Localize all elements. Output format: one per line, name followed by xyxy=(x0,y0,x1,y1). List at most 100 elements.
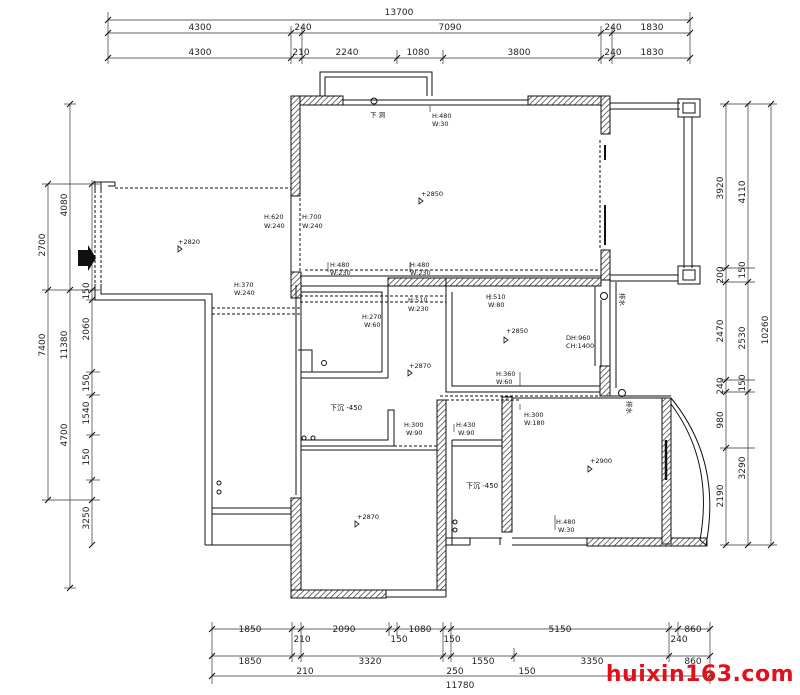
dim-bottom-r2-5: 150 xyxy=(518,667,535,677)
note-w240-c: W:240 xyxy=(234,289,255,297)
dim-right-mid-3: 150 xyxy=(738,374,748,391)
note-h480-top: H:480 xyxy=(432,112,451,120)
note-w80: W:80 xyxy=(488,301,505,309)
dim-right-inner-5: 2190 xyxy=(716,484,726,507)
level-upper-room: +2850 xyxy=(421,190,443,198)
level-markers xyxy=(177,197,593,528)
level-bottom-room: +2870 xyxy=(357,513,379,521)
note-dh960: DH:960 xyxy=(566,334,591,342)
dim-top-r1-3: 240 xyxy=(604,23,621,33)
bottom-dimension-ticks xyxy=(208,625,714,680)
dim-left-outer-0: 2700 xyxy=(38,233,48,256)
dim-bottom-r2-1: 210 xyxy=(296,667,313,677)
right-dimension-ticks xyxy=(722,100,775,549)
level-right-bedroom: +2900 xyxy=(590,457,612,465)
level-corridor: +2870 xyxy=(409,362,431,370)
dim-bottom-r1-5: 150 xyxy=(443,635,460,645)
label-sunken-1: 下沉 -450 xyxy=(330,404,362,412)
dim-bottom-r2-0: 1850 xyxy=(239,657,262,667)
note-h300-a: H:300 xyxy=(404,421,423,429)
dim-top-r2-0: 4300 xyxy=(189,48,212,58)
dim-bottom-r1-8: 860 xyxy=(684,625,701,635)
dim-top-r2-2: 2240 xyxy=(336,48,359,58)
dim-right-outer-0: 10260 xyxy=(761,315,771,344)
note-w240-b: W:240 xyxy=(302,222,323,230)
dim-right-mid-0: 4110 xyxy=(738,180,748,203)
note-h510-b: H:510 xyxy=(486,293,505,301)
dim-right-mid-2: 2530 xyxy=(738,326,748,349)
bottom-dimension-lines xyxy=(211,622,711,684)
dim-right-inner-1: 200 xyxy=(716,266,726,283)
note-w230-a: W:230 xyxy=(330,269,351,277)
dim-bottom-r1-7: 240 xyxy=(670,635,687,645)
dim-bottom-r2-4: 1550 xyxy=(472,657,495,667)
dim-bottom-r2-3: 250 xyxy=(446,667,463,677)
dim-bottom-r1-4: 1080 xyxy=(409,625,432,635)
note-h360: H:360 xyxy=(496,370,515,378)
drain-symbols xyxy=(216,97,626,533)
plan-outline xyxy=(94,71,711,598)
note-h370: H:370 xyxy=(234,281,253,289)
dim-bottom-r2-7: 860 xyxy=(684,657,701,667)
note-w230-b: W:230 xyxy=(410,269,431,277)
dim-bottom-total: 11780 xyxy=(446,681,475,691)
note-down-beam: 下 洞 xyxy=(370,110,386,119)
note-w30-bottom: W:30 xyxy=(558,526,575,534)
note-h300-b: H:300 xyxy=(524,411,543,419)
dim-left-inner-6: 4700 xyxy=(60,423,70,446)
top-dimension-ticks xyxy=(104,16,694,62)
dim-right-inner-2: 2470 xyxy=(716,319,726,342)
dim-top-total: 13700 xyxy=(385,8,414,18)
note-h480-b: H:480 xyxy=(410,261,429,269)
label-riser-2: 排水 xyxy=(625,401,634,415)
dim-right-mid-1: 150 xyxy=(738,261,748,278)
dim-top-r2-4: 3800 xyxy=(508,48,531,58)
note-w230-c: W:230 xyxy=(408,305,429,313)
left-dimension-lines xyxy=(42,103,100,589)
label-riser-1: 排水 xyxy=(618,293,627,307)
dim-left-mid-1: 11380 xyxy=(60,330,70,359)
dim-bottom-r2-2: 3320 xyxy=(359,657,382,667)
note-h480-bottom: H:480 xyxy=(556,518,575,526)
annotation-leaders xyxy=(327,106,556,530)
note-w30-top: W:30 xyxy=(432,120,449,128)
note-w60-a: W:60 xyxy=(364,321,381,329)
dim-left-inner-1: 2060 xyxy=(82,317,92,340)
note-h270: H:270 xyxy=(362,313,381,321)
entrance-arrow-icon xyxy=(78,245,96,271)
dim-right-inner-3: 240 xyxy=(716,377,726,394)
dim-top-r1-1: 240 xyxy=(294,23,311,33)
note-h430: H:430 xyxy=(456,421,475,429)
dim-top-r1-4: 1830 xyxy=(641,23,664,33)
note-w90-a: W:90 xyxy=(406,429,423,437)
note-h480-a: H:480 xyxy=(330,261,349,269)
dim-bottom-r1-1: 210 xyxy=(293,635,310,645)
label-sunken-2: 下沉 -450 xyxy=(466,482,498,490)
note-w180: W:180 xyxy=(524,419,545,427)
dim-left-inner-0: 150 xyxy=(82,282,92,299)
dim-left-mid-0: 4080 xyxy=(60,193,70,216)
dim-top-r1-0: 4300 xyxy=(189,23,212,33)
dim-bottom-r1-2: 2090 xyxy=(333,625,356,635)
dim-left-inner-2: 150 xyxy=(82,374,92,391)
dim-left-inner-3: 1540 xyxy=(82,401,92,424)
watermark: huixin163.com xyxy=(605,662,794,687)
dim-bottom-r1-0: 1850 xyxy=(239,625,262,635)
dim-bottom-r1-6: 5150 xyxy=(549,625,572,635)
dim-top-r2-1: 210 xyxy=(292,48,309,58)
level-living: +2820 xyxy=(178,238,200,246)
dim-right-mid-4: 3290 xyxy=(738,456,748,479)
dim-left-outer-1: 7400 xyxy=(38,333,48,356)
note-ch1400: CH:1400 xyxy=(566,342,594,350)
dim-top-r2-3: 1080 xyxy=(407,48,430,58)
note-w240-a: W:240 xyxy=(264,222,285,230)
level-middle-room: +2850 xyxy=(506,327,528,335)
dim-bottom-r2-6: 3350 xyxy=(581,657,604,667)
dim-top-r1-2: 7090 xyxy=(439,23,462,33)
dim-top-r2-5: 240 xyxy=(604,48,621,58)
dim-left-inner-5: 3250 xyxy=(82,506,92,529)
dim-bottom-r1-3: 150 xyxy=(390,635,407,645)
dim-right-inner-4: 980 xyxy=(716,411,726,428)
note-w90-b: W:90 xyxy=(458,429,475,437)
